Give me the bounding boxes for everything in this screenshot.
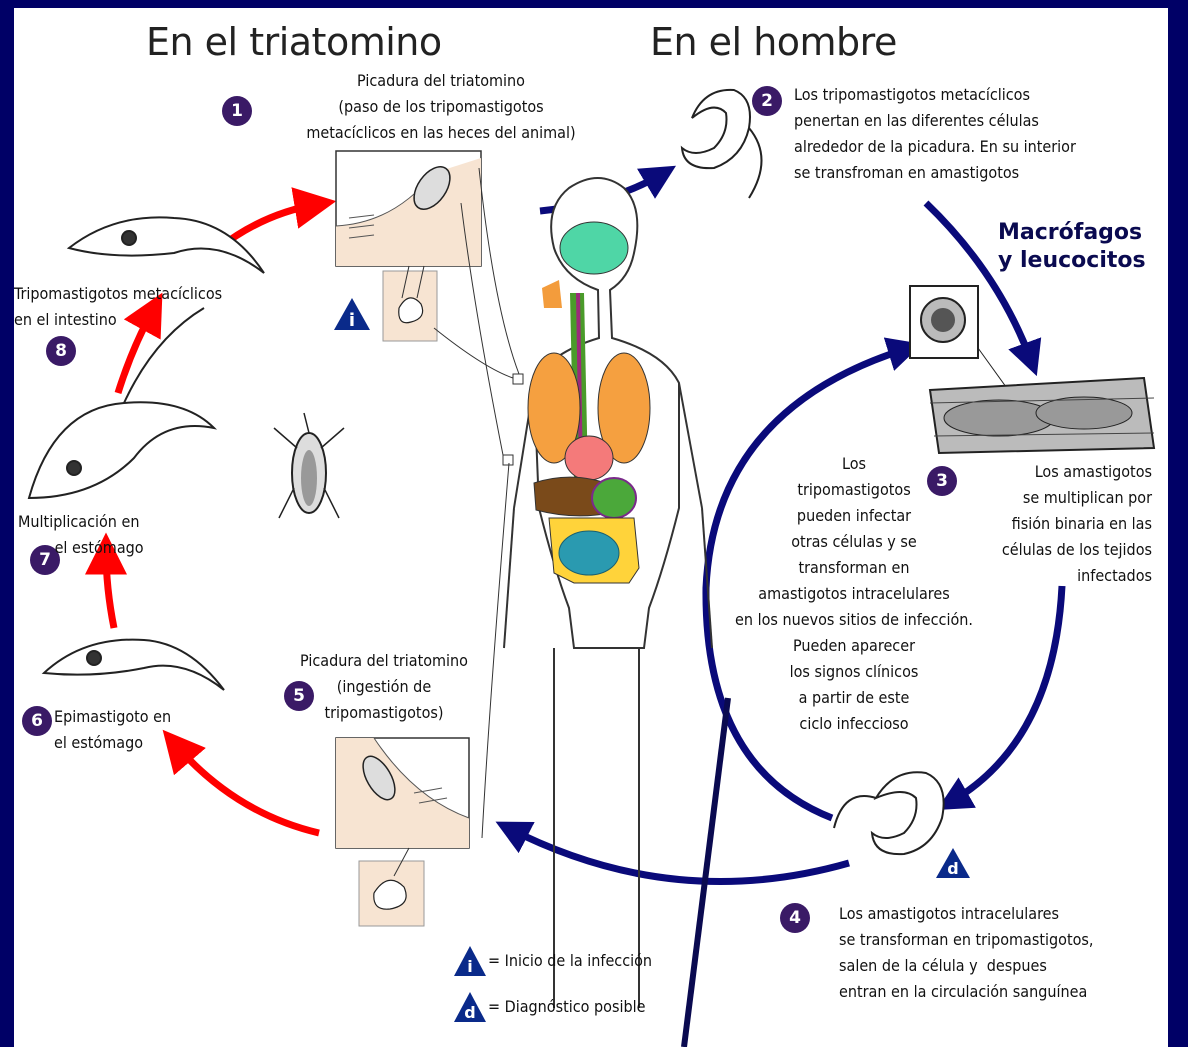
- svg-text:d: d: [947, 859, 958, 878]
- legend: i = Inicio de la infección d = Diagnósti…: [454, 946, 714, 1046]
- brain: [560, 222, 628, 274]
- parasite-8: [69, 217, 264, 273]
- step-7-text: Multiplicación en el estómago: [18, 509, 144, 561]
- step-4-text: Los amastigotos intracelulares se transf…: [839, 901, 1093, 1005]
- arrow-5-to-6: [174, 743, 319, 833]
- step-2-badge: 2: [752, 86, 782, 116]
- parasite-2: [682, 90, 762, 198]
- nose-throat: [542, 280, 562, 308]
- legend-d-text: = Diagnóstico posible: [488, 994, 645, 1020]
- svg-text:d: d: [464, 1003, 475, 1022]
- parasite-4: [834, 772, 944, 854]
- legend-i-symbol: i: [454, 946, 486, 976]
- svg-text:i: i: [467, 957, 472, 976]
- i-triangle-inset: i: [334, 298, 370, 330]
- arrow-4-to-5: [508, 828, 849, 882]
- macrophage-cell: [910, 286, 1014, 398]
- inset-bite-5: [336, 738, 469, 926]
- step-5-text: Picadura del triatomino (ingestión de tr…: [284, 648, 484, 726]
- macrophage-annotation: Macrófagos y leucocitos: [998, 219, 1146, 275]
- tissue-cells: [930, 378, 1154, 453]
- legend-i-text: = Inicio de la infección: [488, 948, 652, 974]
- step-8-badge: 8: [46, 336, 76, 366]
- arrow-6-to-7: [106, 550, 114, 628]
- step-6-badge: 6: [22, 706, 52, 736]
- small-intestine: [559, 531, 619, 575]
- step-1-text: Picadura del triatomino (paso de los tri…: [266, 68, 616, 146]
- step-2-text: Los tripomastigotos metacíclicos penerta…: [794, 82, 1076, 186]
- center-note: Los tripomastigotos pueden infectar otra…: [704, 451, 1004, 737]
- step-8-text: Tripomastigotos metacíclicos en el intes…: [14, 281, 222, 333]
- step-1-badge: 1: [222, 96, 252, 126]
- diagram-canvas: En el triatomino En el hombre 1 2 3 4 5 …: [14, 8, 1168, 1047]
- svg-text:i: i: [349, 310, 355, 330]
- parasite-6: [44, 640, 224, 690]
- step-6-text: Epimastigoto en el estómago: [54, 704, 171, 756]
- triatomine-bug: [274, 413, 344, 518]
- heart: [565, 436, 613, 480]
- d-triangle-parasite: d: [936, 848, 970, 878]
- title-human: En el hombre: [650, 20, 897, 64]
- step-4-badge: 4: [780, 903, 810, 933]
- legend-d-symbol: d: [454, 992, 486, 1022]
- title-vector: En el triatomino: [146, 20, 442, 64]
- stomach: [592, 478, 636, 518]
